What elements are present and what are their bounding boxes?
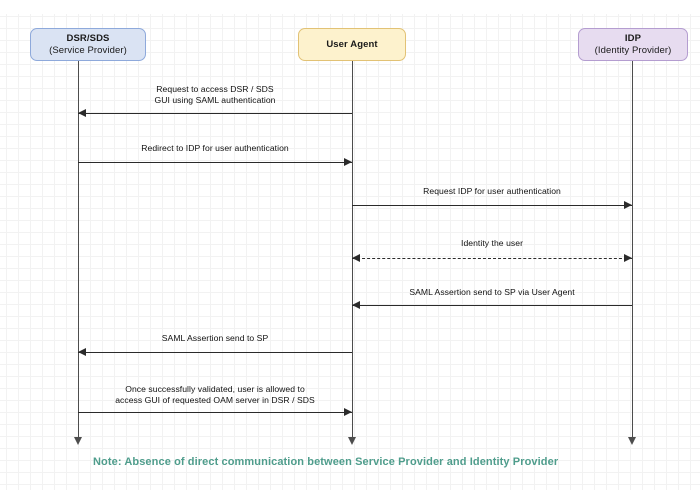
- message-label-m4: Identity the user: [461, 238, 523, 248]
- actor-box-idp[interactable]: IDP(Identity Provider): [578, 28, 688, 61]
- actor-box-ua[interactable]: User Agent: [298, 28, 406, 61]
- actor-name-primary: DSR/SDS: [66, 32, 110, 44]
- message-line-m2: [78, 162, 352, 163]
- message-arrowhead-m3-right: [624, 201, 632, 210]
- lifeline-ua: [352, 61, 353, 437]
- message-arrowhead-m2-right: [344, 158, 352, 167]
- message-arrowhead-m4-left: [352, 254, 360, 263]
- message-label-m2: Redirect to IDP for user authentication: [141, 143, 289, 153]
- message-line-m6: [78, 352, 352, 353]
- lifeline-sp: [78, 61, 79, 437]
- message-line-m4: [352, 258, 632, 259]
- message-arrowhead-m7-right: [344, 408, 352, 417]
- message-arrowhead-m4-right: [624, 254, 632, 263]
- grid-background: [0, 14, 700, 490]
- message-label-m3: Request IDP for user authentication: [423, 186, 561, 196]
- message-label-m5: SAML Assertion send to SP via User Agent: [409, 287, 575, 297]
- message-label-m6: SAML Assertion send to SP: [161, 333, 269, 343]
- lifeline-end-arrow-ua: [348, 437, 357, 445]
- message-line-m7: [78, 412, 352, 413]
- message-label-m7: Once successfully validated, user is all…: [115, 384, 315, 405]
- message-arrowhead-m6-left: [78, 348, 86, 357]
- actor-name-secondary: (Identity Provider): [594, 44, 672, 56]
- lifeline-idp: [632, 61, 633, 437]
- message-arrowhead-m5-left: [352, 301, 360, 310]
- message-arrowhead-m1-left: [78, 109, 86, 118]
- lifeline-end-arrow-sp: [74, 437, 83, 445]
- message-line-m3: [352, 205, 632, 206]
- message-line-m5: [352, 305, 632, 306]
- diagram-note: Note: Absence of direct communication be…: [93, 456, 559, 468]
- lifeline-end-arrow-idp: [628, 437, 637, 445]
- actor-name-primary: IDP: [624, 32, 642, 44]
- actor-name-secondary: (Service Provider): [49, 44, 127, 56]
- message-line-m1: [78, 113, 352, 114]
- message-label-m1: Request to access DSR / SDS GUI using SA…: [154, 84, 276, 105]
- actor-name-primary: User Agent: [326, 38, 378, 50]
- actor-box-sp[interactable]: DSR/SDS(Service Provider): [30, 28, 146, 61]
